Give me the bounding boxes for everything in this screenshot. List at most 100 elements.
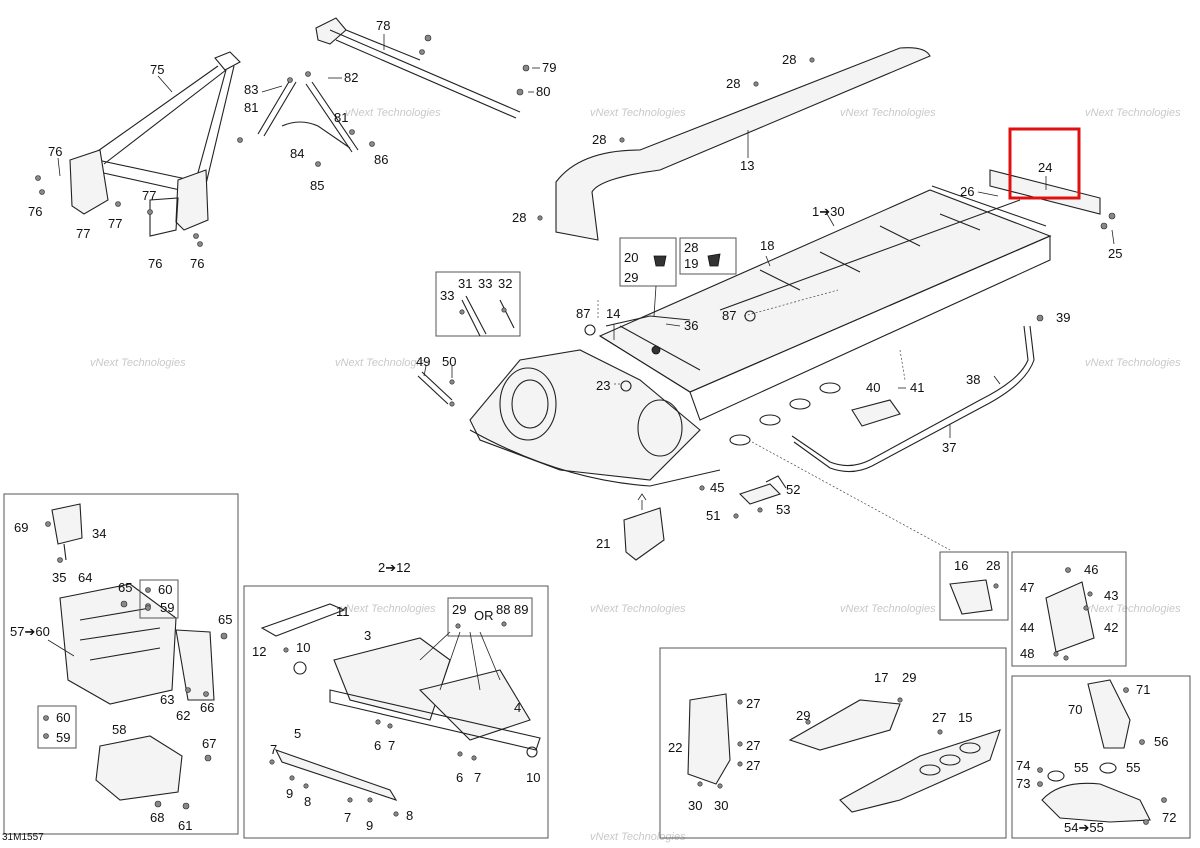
callout-label: 57➔60	[10, 624, 50, 639]
callout-label: 31	[458, 276, 472, 291]
callout-label: 28	[726, 76, 740, 91]
callout-label: 12	[252, 644, 266, 659]
callout-label: 6	[456, 770, 463, 785]
callout-label: 10	[526, 770, 540, 785]
callout-label: 29	[452, 602, 466, 617]
inset-42-48	[1011, 551, 1127, 667]
highlight-box	[1008, 127, 1081, 200]
callout-label: 27	[746, 758, 760, 773]
callout-label: 76	[28, 204, 42, 219]
callout-label: 33	[440, 288, 454, 303]
callout-label: 75	[150, 62, 164, 77]
callout-label: 49	[416, 354, 430, 369]
callout-label: 37	[942, 440, 956, 455]
callout-label: 24	[1038, 160, 1052, 175]
callout-label: 11	[336, 604, 350, 619]
part-40-41	[851, 387, 906, 427]
callout-label: 28	[512, 210, 526, 225]
callout-label: 27	[932, 710, 946, 725]
callout-label: 9	[366, 818, 373, 833]
callout-label: 29	[902, 670, 916, 685]
callout-label: 9	[286, 786, 293, 801]
callout-label: 7	[344, 810, 351, 825]
callout-label: 46	[1084, 562, 1098, 577]
inset-15-22	[659, 647, 1007, 839]
callout-label: 20	[624, 250, 638, 265]
callout-label: 28	[684, 240, 698, 255]
tunnel-assembly	[469, 47, 1116, 551]
parts-14-36-87	[584, 310, 756, 392]
callout-label: 89	[514, 602, 528, 617]
callout-label: 87	[576, 306, 590, 321]
callout-label: 38	[966, 372, 980, 387]
callout-label: 81	[334, 110, 348, 125]
callout-label: 81	[244, 100, 258, 115]
callout-label: 21	[596, 536, 610, 551]
callout-label: 86	[374, 152, 388, 167]
callout-label: 70	[1068, 702, 1082, 717]
callout-label: 65	[218, 612, 232, 627]
callout-label: 27	[746, 738, 760, 753]
watermark: vNext Technologies	[590, 603, 686, 615]
watermark: vNext Technologies	[1085, 603, 1181, 615]
inset-16	[939, 551, 1009, 621]
inset-31-33	[435, 271, 521, 337]
callout-label: 26	[960, 184, 974, 199]
callout-label: 82	[344, 70, 358, 85]
callout-label: 55	[1074, 760, 1088, 775]
inset-57-69	[3, 493, 239, 835]
callout-label: 35	[52, 570, 66, 585]
callout-label: 43	[1104, 588, 1118, 603]
watermarks: vNext Technologies vNext Technologies vN…	[90, 107, 1181, 843]
callout-label: 1➔30	[812, 204, 845, 219]
callout-label: 47	[1020, 580, 1034, 595]
callout-label: 77	[76, 226, 90, 241]
callout-label: 61	[178, 818, 192, 833]
callout-label: 58	[112, 722, 126, 737]
callout-labels: 75 76 76 76 76 77 77 77 78 79 80 83 82 8…	[10, 18, 1176, 835]
callout-label: 10	[296, 640, 310, 655]
callout-label: 62	[176, 708, 190, 723]
callout-label: 77	[108, 216, 122, 231]
callout-label: 27	[746, 696, 760, 711]
callout-label: 8	[406, 808, 413, 823]
callout-label: 42	[1104, 620, 1118, 635]
watermark: vNext Technologies	[1085, 357, 1181, 369]
callout-label: 72	[1162, 810, 1176, 825]
callout-label: 76	[48, 144, 62, 159]
callout-label: 41	[910, 380, 924, 395]
watermark: vNext Technologies	[340, 603, 436, 615]
callout-label: 69	[14, 520, 28, 535]
callout-label: 65	[118, 580, 132, 595]
callout-label: 16	[954, 558, 968, 573]
callout-label: OR	[474, 608, 494, 623]
watermark: vNext Technologies	[840, 603, 936, 615]
callout-label: 19	[684, 256, 698, 271]
callout-label: 79	[542, 60, 556, 75]
watermark: vNext Technologies	[590, 831, 686, 843]
part-21	[623, 493, 665, 561]
inset-20-19	[619, 237, 737, 317]
inset-54-74	[1011, 675, 1191, 839]
callout-label: 30	[714, 798, 728, 813]
callout-label: 63	[160, 692, 174, 707]
callout-label: 60	[56, 710, 70, 725]
callout-label: 6	[374, 738, 381, 753]
callout-label: 51	[706, 508, 720, 523]
callout-label: 29	[796, 708, 810, 723]
drawing-code: 31M1557	[2, 832, 44, 843]
callout-label: 13	[740, 158, 754, 173]
callout-label: 34	[92, 526, 106, 541]
callout-label: 17	[874, 670, 888, 685]
callout-label: 64	[78, 570, 92, 585]
watermark: vNext Technologies	[1085, 107, 1181, 119]
callout-label: 88	[496, 602, 510, 617]
callout-label: 28	[592, 132, 606, 147]
callout-label: 3	[364, 628, 371, 643]
callout-label: 30	[688, 798, 702, 813]
inset-2-12	[243, 585, 549, 839]
callout-label: 60	[158, 582, 172, 597]
callout-label: 78	[376, 18, 390, 33]
callout-label: 52	[786, 482, 800, 497]
callout-label: 33	[478, 276, 492, 291]
